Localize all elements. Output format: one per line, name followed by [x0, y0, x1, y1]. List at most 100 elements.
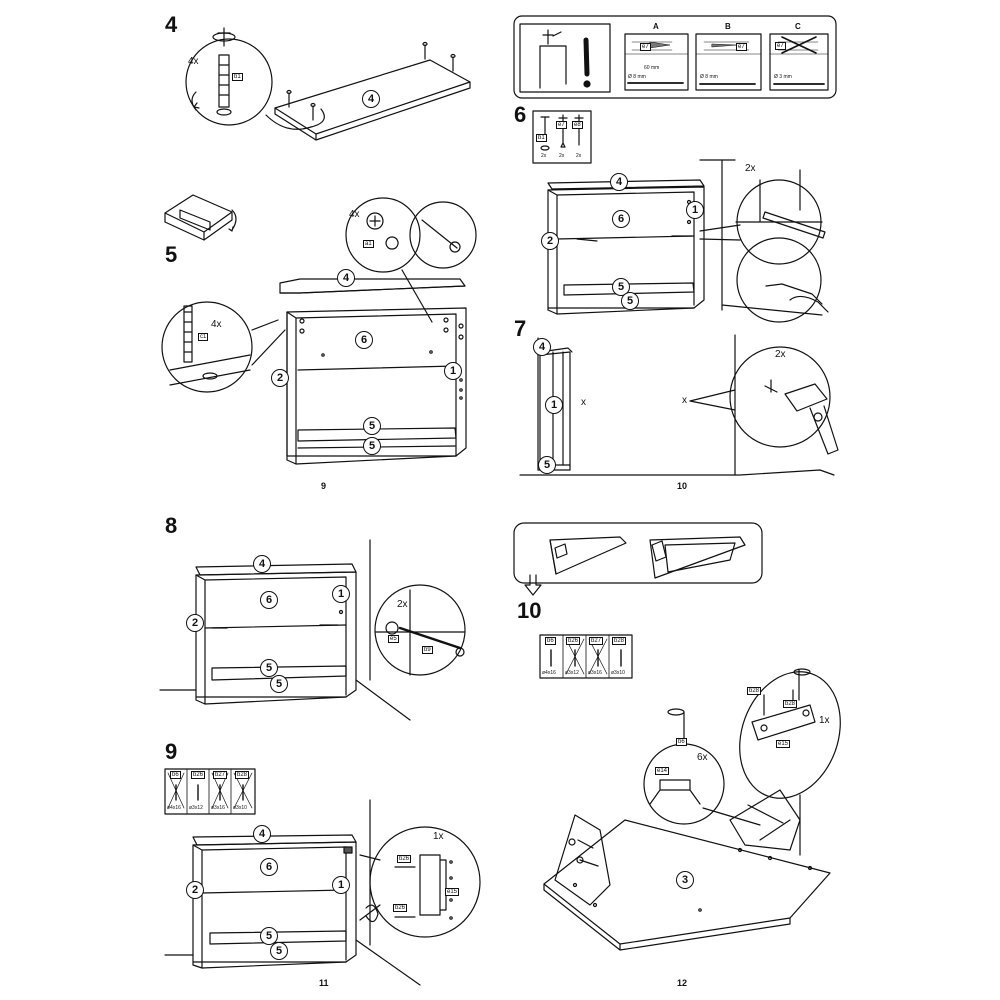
step8-wall [159, 539, 411, 721]
step9-screw-size-1: ø4x16 [167, 805, 181, 811]
step-9-number: 9 [165, 739, 178, 764]
step6-count-2: 2x [559, 153, 565, 159]
warning-b-drill: Ø 8 mm [700, 74, 718, 80]
step-6-number: 6 [514, 102, 527, 127]
step4-cam-bolt [218, 54, 230, 108]
step5-leader-lines [251, 319, 286, 366]
step5-quantity-right: 4x [349, 209, 360, 220]
step-5-number: 5 [165, 242, 178, 267]
page-number-11: 11 [319, 978, 329, 988]
step8-part-shelf: 5 [260, 659, 278, 677]
step7-floor [519, 469, 835, 476]
step4-leader-line [265, 108, 325, 130]
step5-cam-detail-b [409, 201, 477, 269]
step10-drawing [513, 522, 841, 951]
step4-detail-circle [185, 38, 273, 126]
step10-screw-size-4: ø3x10 [611, 670, 625, 676]
step8-quantity: 2x [397, 599, 408, 610]
step6-part-top: 4 [610, 173, 628, 191]
step10-screw-code-3: b27 [589, 637, 604, 645]
step6-code-e7: e7 [556, 121, 567, 129]
step10-detail-right [739, 671, 841, 799]
step5-top-panel [279, 278, 466, 294]
cross-out-icon [781, 36, 817, 54]
step10-screw-code-4: b28 [612, 637, 627, 645]
step10-screw-size-3: ø3x16 [588, 670, 602, 676]
step6-detail-bottom [736, 237, 822, 323]
step6-count-3: 2x [576, 153, 582, 159]
step5-orientation-icon [164, 194, 233, 241]
page-number-10: 10 [677, 481, 688, 491]
step6-count-1: 2x [541, 153, 547, 159]
preview-panel-a [549, 536, 627, 575]
step8-part-top: 4 [253, 555, 271, 573]
step10-quantity-left: 6x [697, 752, 708, 763]
step5-part-back: 6 [355, 331, 373, 349]
step8-code-e5: e5 [388, 635, 399, 643]
step10-code-b28-left: b28 [747, 687, 762, 695]
step6-code-b1: b1 [536, 134, 547, 142]
warning-a-code: e7 [640, 43, 651, 51]
step6-part-right: 1 [686, 201, 704, 219]
step8-part-left: 2 [186, 614, 204, 632]
step6-fittings-box [532, 110, 592, 164]
step9-part-back: 6 [260, 858, 278, 876]
preview-panel-b [649, 536, 746, 579]
step8-part-base: 5 [270, 675, 288, 693]
step6-drawing [532, 110, 829, 323]
step10-screw-code-2: b26 [566, 637, 581, 645]
step5-fitting-code-right: a1 [363, 240, 374, 248]
warning-wall-icon-box [519, 23, 611, 93]
step7-mark-right: x [682, 395, 687, 406]
step8-detail [374, 584, 466, 676]
step4-bolts [288, 44, 454, 121]
step10-detail-left [643, 743, 725, 825]
step6-part-left: 2 [541, 232, 559, 250]
step7-leader-lines [689, 389, 736, 411]
step4-part-number: 4 [362, 90, 380, 108]
warning-c-code: e7 [775, 42, 786, 50]
exclamation-icon [583, 37, 590, 77]
step10-preview-box [513, 522, 763, 584]
warning-option-c [769, 33, 829, 91]
step9-detail [369, 826, 481, 938]
step4-quantity: 4x [188, 56, 199, 67]
step-7-number: 7 [514, 316, 527, 341]
step10-part-number: 3 [676, 871, 694, 889]
step5-dowel [183, 305, 193, 363]
step9-drawing [164, 768, 481, 986]
step8-drawing [159, 539, 466, 721]
step10-screw-size-1: ø4x16 [542, 670, 556, 676]
step-4-number: 4 [165, 12, 178, 37]
hinge-bracket-left [554, 814, 611, 906]
step5-shelf-line [297, 365, 456, 371]
step9-screw-code-1: b6 [170, 771, 181, 779]
step5-part-top: 4 [337, 269, 355, 287]
wall-icon [539, 45, 567, 89]
step9-part-left: 2 [186, 881, 204, 899]
warning-b-code: e7 [736, 43, 747, 51]
step9-screw-size-2: ø3x12 [189, 805, 203, 811]
step9-screw-code-3: b27 [213, 771, 228, 779]
step9-code-e15: e15 [445, 888, 460, 896]
page-number-9: 9 [321, 481, 327, 491]
step9-screw-code-2: b26 [191, 771, 206, 779]
step6-leader-lines [699, 224, 741, 241]
step10-screw-size-2: ø3x12 [565, 670, 579, 676]
step9-rotate-icon [365, 904, 379, 923]
step10-code-e15: e15 [776, 740, 791, 748]
warning-a-drill: Ø 8 mm [628, 74, 646, 80]
warning-option-a-label: A [653, 22, 659, 31]
step6-part-back: 6 [612, 210, 630, 228]
step5-part-right: 1 [444, 362, 462, 380]
step7-drill-detail [729, 346, 831, 448]
step9-code-b26-top: b26 [397, 855, 412, 863]
step6-part-shelf: 5 [612, 278, 630, 296]
step5-drawing [161, 194, 477, 465]
step7-drawing [519, 334, 839, 476]
step8-part-right: 1 [332, 585, 350, 603]
step5-dowel-detail [161, 301, 253, 393]
warning-c-drill: Ø 3 mm [774, 74, 792, 80]
